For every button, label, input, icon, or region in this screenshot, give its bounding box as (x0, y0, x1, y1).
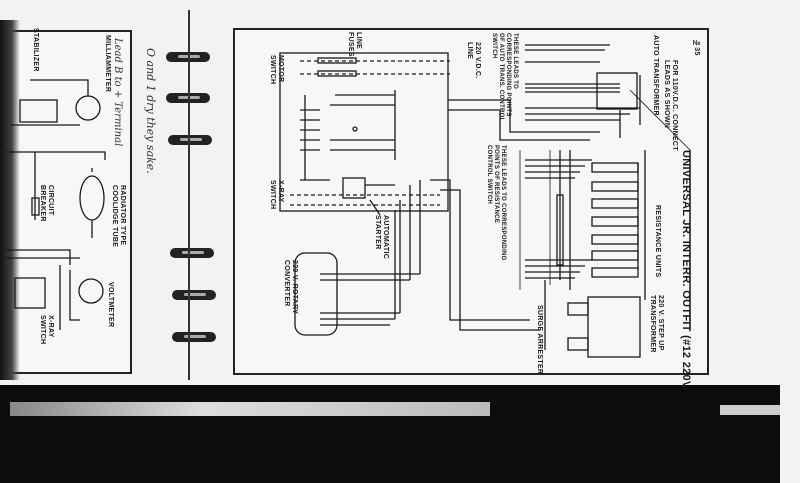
rotary-converter-label: 220 V. ROTARY CONVERTER (283, 260, 298, 315)
binder-ring (172, 332, 216, 342)
leads (430, 99, 600, 331)
surge-arrester-device (556, 194, 564, 266)
left-circuit (5, 79, 106, 330)
scan-dark-band (0, 385, 780, 483)
auto-transformer-label: AUTO TRANSFORMER (652, 35, 659, 116)
stabilizer-device (19, 99, 58, 123)
handwritten-note-terminal: Lead B to + Terminal (112, 38, 123, 147)
main-diagram-panel (233, 28, 709, 375)
motor-switch-label: MOTOR SWITCH (269, 55, 284, 85)
dc-line-label: 220 V.D.C. LINE (466, 42, 481, 79)
scan-streak (10, 402, 490, 416)
binder-spine (188, 10, 190, 380)
binder-ring (168, 135, 212, 145)
handwritten-note-sake: O and 1 dry they sake. (144, 48, 157, 174)
line-fuses-label: LINE FUSES (347, 32, 362, 57)
coolidge-tube-label: RADIATOR TYPE COOLIDGE TUBE (111, 185, 126, 248)
step-up-transformer-label: 220 V. STEP UP TRANSFORMER (649, 295, 664, 353)
dashed-leads (290, 194, 440, 206)
line-fuses (300, 57, 450, 77)
voltmeter-label: VOLTMETER (107, 282, 114, 328)
milliammeter-label: MILLIAMMETER (104, 35, 111, 93)
control-box (279, 52, 449, 212)
automatic-starter-device (300, 177, 395, 216)
left-xray-switch-label: X-RAY SWITCH (39, 315, 54, 345)
circuit-breaker-label: CIRCUIT BREAKER (39, 185, 54, 222)
binder-ring (172, 290, 216, 300)
for-110v-label: FOR 110V.D.C. CONNECT LEADS AS SHOWN (663, 60, 678, 151)
rotary-converter (294, 180, 421, 336)
xray-switch-label: X-RAY SWITCH (269, 180, 284, 210)
binder-ring (170, 248, 214, 258)
resistance-units-label: RESISTANCE UNITS (654, 205, 661, 278)
step-up-transformer-unit (587, 296, 641, 358)
surge-arrester-label: SURGE ARRESTER (536, 305, 543, 375)
circuit-breaker-device (31, 197, 40, 216)
resistance-units (525, 150, 646, 350)
milliammeter-dial (75, 95, 101, 121)
stabilizer-label: STABILIZER (32, 28, 39, 72)
page-number-label: №35 (693, 40, 700, 56)
automatic-starter-label: AUTOMATIC STARTER (374, 215, 389, 260)
coolidge-tube (79, 175, 105, 221)
xray-switch-device (14, 277, 46, 309)
resistance-control-switch (300, 90, 396, 180)
auto-transformer-unit (525, 44, 691, 151)
scan-streak (720, 405, 780, 415)
auto-trans-leads-label: THESE LEADS TO CORRESPONDING POINTS OF A… (491, 33, 518, 122)
resistance-leads-label: THESE LEADS TO CORRESPONDING POINTS OF R… (486, 145, 506, 261)
voltmeter-dial (78, 278, 104, 304)
title-label: UNIVERSAL JR. INTERR. OUTFIT (#12 220V.D… (680, 150, 692, 419)
